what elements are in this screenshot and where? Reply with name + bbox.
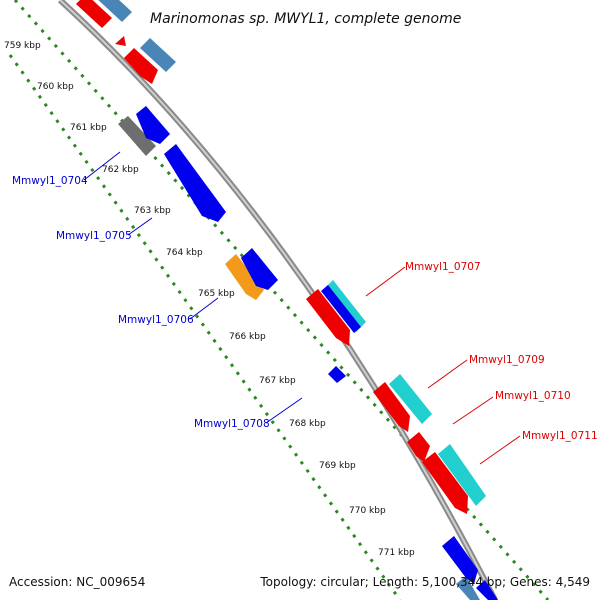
genome-backbone-highlight bbox=[59, 0, 496, 600]
gene-feature-mmwyl1-0704-gray bbox=[118, 116, 156, 156]
kbp-label-769: 769 kbp bbox=[319, 461, 356, 471]
kbp-label-762: 762 kbp bbox=[102, 165, 139, 175]
gene-feature-red-long bbox=[422, 452, 468, 514]
gene-feature-blue-upper bbox=[136, 106, 170, 144]
gene-label-mmwyl1-0711[interactable]: Mmwyl1_0711 bbox=[522, 430, 598, 442]
leader-line-0704 bbox=[83, 151, 121, 181]
map-title: Marinomonas sp. MWYL1, complete genome bbox=[150, 11, 461, 27]
gene-label-mmwyl1-0704[interactable]: Mmwyl1_0704 bbox=[12, 175, 88, 187]
kbp-label-767: 767 kbp bbox=[259, 376, 296, 386]
kbp-label-771: 771 kbp bbox=[378, 548, 415, 558]
gene-feature-mmwyl1-0707-blue bbox=[321, 285, 361, 333]
kbp-label-761: 761 kbp bbox=[70, 123, 107, 133]
gene-feature-mmwyl1-0709-red bbox=[373, 382, 410, 432]
outer-tick-track bbox=[13, 0, 550, 600]
gene-feature-blue-bottom bbox=[476, 580, 498, 600]
gene-feature-red-small bbox=[115, 36, 126, 46]
gene-label-mmwyl1-0705[interactable]: Mmwyl1_0705 bbox=[56, 230, 132, 242]
kbp-label-760: 760 kbp bbox=[37, 82, 74, 92]
gene-feature-mmwyl1-0705-blue bbox=[164, 144, 226, 222]
gene-feature-blue-low bbox=[442, 536, 478, 584]
kbp-label-768: 768 kbp bbox=[289, 419, 326, 429]
gene-feature-mmwyl1-0708-blue bbox=[328, 366, 346, 383]
kbp-label-759: 759 kbp bbox=[4, 41, 41, 51]
gene-feature-mmwyl1-0706-orange bbox=[225, 254, 264, 300]
genome-backbone bbox=[57, 0, 498, 600]
leader-line-0706 bbox=[189, 297, 219, 320]
gene-feature-mmwyl1-0709-cyan bbox=[389, 374, 432, 424]
leader-line-0709 bbox=[427, 359, 468, 389]
kbp-label-770: 770 kbp bbox=[349, 506, 386, 516]
gene-label-mmwyl1-0708[interactable]: Mmwyl1_0708 bbox=[194, 418, 270, 430]
genome-summary: Topology: circular; Length: 5,100,344 bp… bbox=[259, 575, 590, 589]
leader-line-0710 bbox=[452, 396, 494, 425]
leader-line-0711 bbox=[479, 435, 521, 465]
leader-line-0708 bbox=[265, 397, 303, 424]
kbp-label-765: 765 kbp bbox=[198, 289, 235, 299]
inner-tick-track bbox=[8, 54, 402, 600]
gene-label-mmwyl1-0707[interactable]: Mmwyl1_0707 bbox=[405, 261, 481, 273]
kbp-label-763: 763 kbp bbox=[134, 206, 171, 216]
gene-feature-red-top bbox=[76, 0, 112, 28]
kbp-label-764: 764 kbp bbox=[166, 248, 203, 258]
kbp-label-766: 766 kbp bbox=[229, 332, 266, 342]
gene-feature-mmwyl1-0710-red bbox=[407, 432, 430, 462]
gene-feature-steel-top bbox=[98, 0, 132, 22]
leader-line-0705 bbox=[127, 217, 153, 236]
gene-feature-red-2 bbox=[124, 48, 158, 84]
accession-label: Accession: NC_009654 bbox=[9, 575, 145, 589]
gene-feature-steel-2 bbox=[140, 38, 176, 72]
gene-feature-mmwyl1-0707-red bbox=[306, 289, 350, 346]
gene-feature-blue-mid bbox=[241, 248, 278, 290]
gene-label-mmwyl1-0706[interactable]: Mmwyl1_0706 bbox=[118, 314, 194, 326]
leader-line-0707 bbox=[365, 266, 406, 297]
gene-label-mmwyl1-0709[interactable]: Mmwyl1_0709 bbox=[469, 354, 545, 366]
gene-feature-mmwyl1-0711-cyan bbox=[438, 444, 486, 506]
gene-label-mmwyl1-0710[interactable]: Mmwyl1_0710 bbox=[495, 390, 571, 402]
gene-feature-steel-bottom bbox=[456, 576, 480, 600]
